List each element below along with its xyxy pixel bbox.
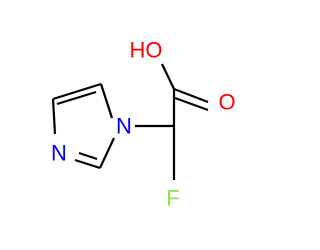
atom-label-imidazole-n1: N [116, 114, 132, 139]
bond-n3-c2-inner [78, 151, 98, 161]
atom-label-hydroxyl: HO [130, 38, 163, 63]
bond-c2-n1 [99, 137, 115, 169]
bond-n1-c5 [99, 83, 114, 119]
atom-label-carbonyl-oxygen: O [218, 90, 235, 115]
bond-c-o-outer [173, 87, 209, 104]
atom-label-imidazole-n3: N [51, 141, 67, 166]
structure-diagram: HO O N N F [51, 38, 236, 211]
atom-label-fluorine: F [166, 186, 179, 211]
bond-c5-c4-outer [52, 82, 102, 101]
bond-c5-c4-inner [56, 90, 97, 106]
bond-c4-n3 [51, 98, 57, 135]
bond-c-oh [161, 63, 175, 90]
bond-c-o-inner [174, 96, 209, 112]
bond-n3-c2-outer [74, 158, 101, 170]
